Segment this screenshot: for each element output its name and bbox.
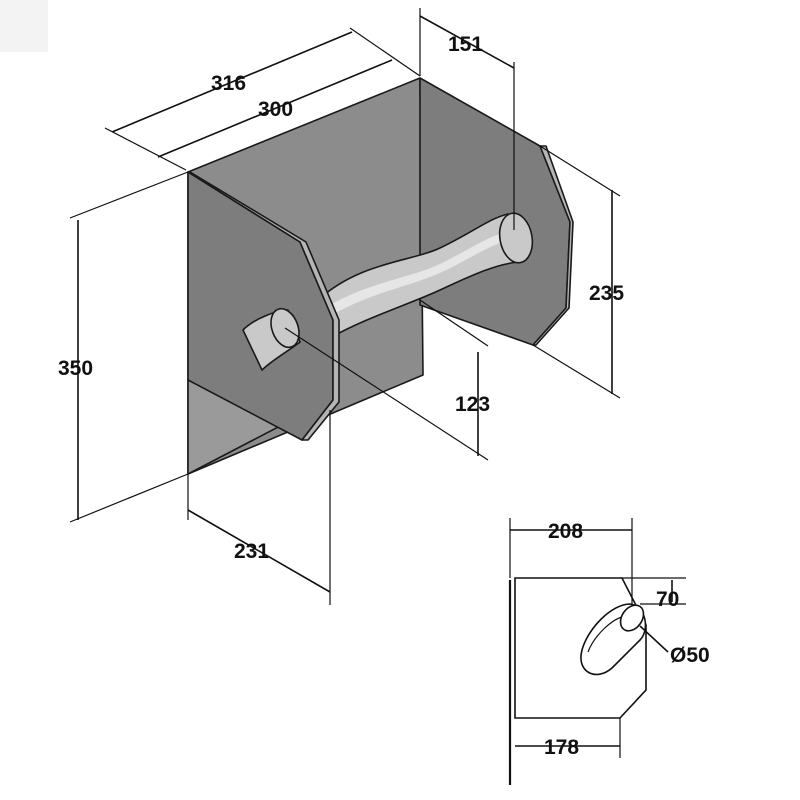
- side-view-bar-end: [619, 604, 645, 632]
- bar-highlight: [330, 232, 508, 314]
- dim-231: 231: [234, 540, 269, 563]
- corner-mark: [0, 0, 48, 52]
- dim-208: 208: [548, 520, 583, 543]
- dimension-lines: [69, 8, 621, 605]
- dim-235: 235: [589, 282, 624, 305]
- bar-end-cap: [498, 212, 534, 264]
- dim-151: 151: [448, 33, 483, 56]
- dim-178: 178: [544, 736, 579, 759]
- dim-300: 300: [258, 98, 293, 121]
- right-side-plate: [419, 77, 571, 346]
- left-plate-edge: [187, 171, 340, 441]
- dim-70: 70: [656, 588, 679, 611]
- roll-bar: [317, 212, 534, 339]
- dim-350: 350: [58, 357, 93, 380]
- dim-diameter-50: Ø50: [670, 644, 710, 667]
- dimension-labels: 316 300 151 235 350 123 231: [58, 33, 624, 563]
- dim-316: 316: [211, 72, 246, 95]
- right-plate-edge: [532, 145, 574, 346]
- side-view-labels: 208 70 Ø50 178: [544, 520, 710, 759]
- side-view: [508, 518, 686, 785]
- isometric-view: [187, 77, 574, 475]
- dim-123: 123: [455, 393, 490, 416]
